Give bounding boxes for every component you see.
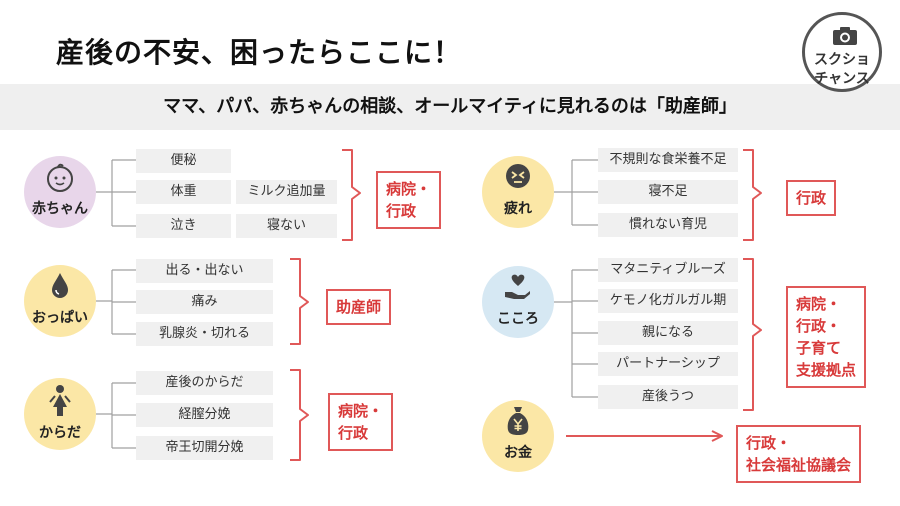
- baby-contact-line-2: 行政: [386, 202, 417, 220]
- baby-face-icon: [47, 163, 73, 192]
- breast-label: おっぱい: [32, 310, 88, 326]
- breast-item-pain: 痛み: [136, 290, 273, 314]
- heart-contact-box: 病院・ 行政・ 子育て 支援拠点: [786, 286, 867, 388]
- baby-label: 赤ちゃん: [32, 201, 88, 217]
- breast-item-supply: 出る・出ない: [136, 259, 273, 283]
- heart-item-maternity-blues: マタニティブルーズ: [598, 258, 738, 282]
- money-label: お金: [504, 445, 532, 461]
- baby-item-milk-amount: ミルク追加量: [236, 180, 337, 204]
- heart-contact-line-3: 子育て: [796, 339, 842, 357]
- body-item-postpartum-body: 産後のからだ: [136, 371, 273, 395]
- baby-contact-line-1: 病院・: [386, 180, 432, 198]
- fatigue-category-circle: 疲れ: [482, 156, 554, 228]
- heart-hand-icon: [505, 274, 530, 299]
- heart-item-partnership: パートナーシップ: [598, 352, 738, 376]
- baby-item-constipation: 便秘: [136, 149, 231, 173]
- heart-contact-line-1: 病院・: [796, 295, 842, 313]
- body-contact-box: 病院・ 行政: [328, 393, 394, 451]
- subtitle-band: [0, 84, 900, 130]
- screenshot-badge: スクショ チャンス: [802, 12, 882, 92]
- heart-label: こころ: [497, 311, 539, 327]
- camera-icon: [833, 27, 857, 45]
- breast-item-mastitis: 乳腺炎・切れる: [136, 322, 273, 346]
- heart-contact-line-2: 行政・: [796, 317, 842, 335]
- money-category-circle: お金: [482, 400, 554, 472]
- heart-item-becoming-parent: 親になる: [598, 321, 738, 345]
- tired-face-icon: [506, 164, 530, 188]
- money-contact-line-2: 社会福祉協議会: [746, 456, 852, 474]
- heart-item-protective-phase: ケモノ化ガルガル期: [598, 289, 738, 313]
- fatigue-contact-line-1: 行政: [796, 189, 827, 207]
- baby-item-not-sleeping: 寝ない: [236, 214, 337, 238]
- heart-item-postpartum-depression: 産後うつ: [598, 385, 738, 409]
- baby-item-weight: 体重: [136, 180, 231, 204]
- money-contact-box: 行政・ 社会福祉協議会: [736, 425, 862, 483]
- breast-contact-box: 助産師: [326, 289, 392, 325]
- body-label: からだ: [39, 425, 81, 441]
- badge-line-1: スクショ: [814, 52, 870, 68]
- heart-contact-line-4: 支援拠点: [796, 361, 857, 379]
- fatigue-item-nutrition: 不規則な食栄養不足: [598, 148, 738, 172]
- milk-drop-icon: [52, 273, 68, 298]
- money-bag-icon: [507, 407, 529, 435]
- fatigue-item-unfamiliar-childcare: 慣れない育児: [598, 213, 738, 237]
- money-contact-line-1: 行政・: [746, 434, 792, 452]
- baby-item-crying: 泣き: [136, 214, 231, 238]
- baby-contact-box: 病院・ 行政: [376, 171, 442, 229]
- woman-figure-icon: [49, 385, 71, 416]
- body-item-vaginal-delivery: 経膣分娩: [136, 403, 273, 427]
- body-category-circle: からだ: [24, 378, 96, 450]
- breast-contact-line-1: 助産師: [336, 298, 382, 316]
- badge-line-2: チャンス: [814, 71, 870, 87]
- body-contact-line-1: 病院・: [338, 402, 384, 420]
- body-item-cesarean: 帝王切開分娩: [136, 436, 273, 460]
- page-subtitle: ママ、パパ、赤ちゃんの相談、オールマイティに見れるのは「助産師」: [163, 96, 737, 117]
- breast-category-circle: おっぱい: [24, 265, 96, 337]
- fatigue-item-sleep-deprivation: 寝不足: [598, 180, 738, 204]
- page-title: 産後の不安、困ったらここに！: [56, 36, 463, 69]
- baby-category-circle: 赤ちゃん: [24, 156, 96, 228]
- heart-category-circle: こころ: [482, 266, 554, 338]
- body-contact-line-2: 行政: [338, 424, 369, 442]
- fatigue-label: 疲れ: [504, 201, 532, 217]
- fatigue-contact-box: 行政: [786, 180, 837, 216]
